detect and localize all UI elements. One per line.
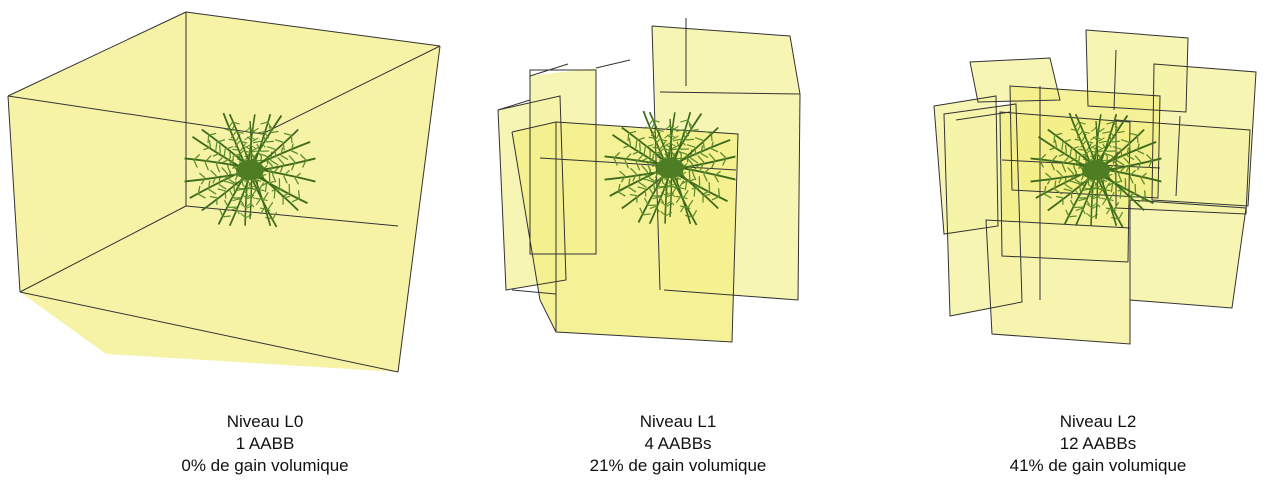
panel-l1-boxes <box>497 18 801 343</box>
caption-l0: Niveau L0 1 AABB 0% de gain volumique <box>105 411 425 477</box>
palm-tree-l0 <box>183 109 317 231</box>
palm-tree-l2 <box>1029 109 1163 231</box>
panel-l0-box <box>7 11 441 373</box>
caption-volume-gain: 0% de gain volumique <box>181 456 349 475</box>
caption-box-count: 1 AABB <box>235 434 295 453</box>
caption-box-count: 4 AABBs <box>644 434 712 453</box>
caption-volume-gain: 41% de gain volumique <box>1009 456 1187 475</box>
caption-box-count: 12 AABBs <box>1059 434 1137 453</box>
caption-level: Niveau L0 <box>226 412 304 431</box>
caption-level: Niveau L2 <box>1059 412 1137 431</box>
caption-l1: Niveau L1 4 AABBs 21% de gain volumique <box>518 411 838 477</box>
caption-l2: Niveau L2 12 AABBs 41% de gain volumique <box>938 411 1258 477</box>
caption-volume-gain: 21% de gain volumique <box>589 456 767 475</box>
caption-level: Niveau L1 <box>639 412 717 431</box>
palm-tree-l1 <box>603 107 737 229</box>
